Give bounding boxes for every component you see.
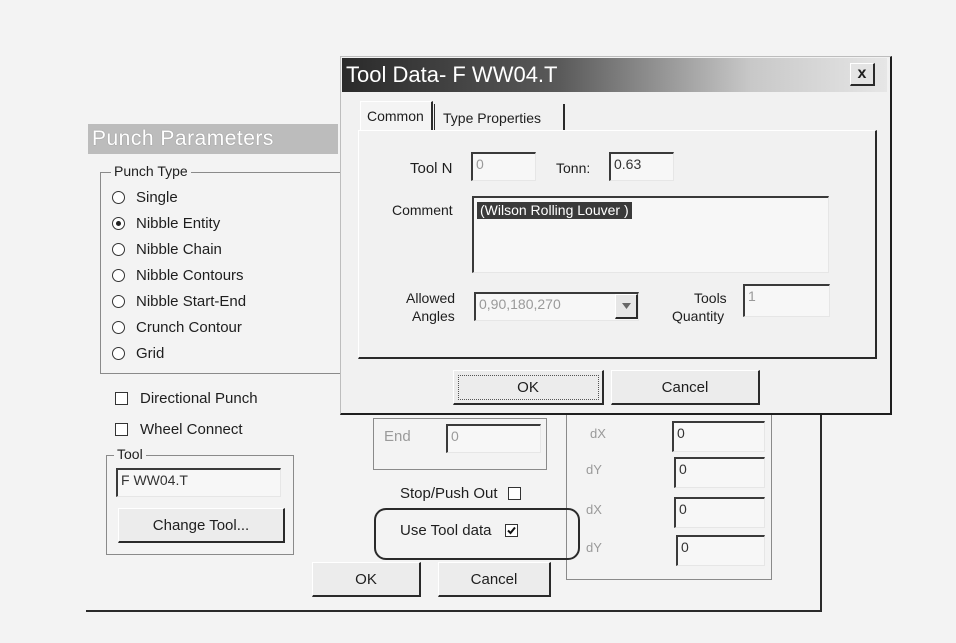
- punch-parameters-titlebar: Punch Parameters: [88, 124, 338, 154]
- dropdown-arrow-button[interactable]: [615, 294, 638, 319]
- radio-single[interactable]: Single: [112, 189, 178, 206]
- use-tool-data-box[interactable]: [505, 524, 519, 537]
- wheel-connect-label: Wheel Connect: [140, 421, 243, 438]
- dialog-cancel-button[interactable]: Cancel: [611, 370, 760, 405]
- tool-name-field[interactable]: F WW04.T: [116, 468, 281, 497]
- offset-label-2: dY: [586, 462, 602, 477]
- radio-nibble-start-end-label: Nibble Start-End: [136, 293, 247, 310]
- offset-label-3: dX: [586, 502, 602, 517]
- stop-push-out-checkbox[interactable]: Stop/Push Out: [400, 485, 521, 502]
- background-cancel-label: Cancel: [470, 570, 518, 588]
- offset-value-4: 0: [681, 539, 689, 555]
- radio-nibble-contours-label: Nibble Contours: [136, 267, 244, 284]
- directional-punch-label: Directional Punch: [140, 390, 258, 407]
- radio-grid-label: Grid: [136, 345, 165, 362]
- directional-punch-checkbox[interactable]: Directional Punch: [115, 390, 258, 407]
- radio-nibble-entity-circle[interactable]: [112, 217, 125, 230]
- radio-nibble-chain[interactable]: Nibble Chain: [112, 241, 222, 258]
- punch-parameters-title: Punch Parameters: [92, 127, 274, 150]
- dialog-cancel-label: Cancel: [661, 378, 709, 396]
- wheel-connect-box[interactable]: [115, 423, 128, 436]
- tab-common[interactable]: Common: [360, 101, 433, 130]
- radio-nibble-contours[interactable]: Nibble Contours: [112, 267, 244, 284]
- tab-panel: [358, 130, 877, 359]
- allowed-angles-dropdown[interactable]: 0,90,180,270: [474, 292, 639, 321]
- tool-group: [106, 455, 294, 555]
- end-field[interactable]: 0: [446, 424, 541, 453]
- change-tool-label: Change Tool...: [152, 516, 250, 534]
- tools-quantity-field[interactable]: 1: [743, 284, 830, 317]
- offset-label-1: dX: [590, 426, 606, 441]
- change-tool-button[interactable]: Change Tool...: [118, 508, 285, 543]
- background-ok-button[interactable]: OK: [312, 562, 421, 597]
- tab-type-properties[interactable]: Type Properties: [434, 104, 565, 130]
- radio-nibble-chain-label: Nibble Chain: [136, 241, 222, 258]
- wheel-connect-checkbox[interactable]: Wheel Connect: [115, 421, 243, 438]
- offset-label-4: dY: [586, 540, 602, 555]
- end-label: End: [384, 428, 411, 445]
- tonn-value: 0.63: [614, 156, 642, 172]
- tonn-label: Tonn:: [556, 160, 591, 176]
- tool-n-label: Tool N: [410, 160, 453, 177]
- dialog-ok-label: OK: [517, 378, 539, 396]
- radio-nibble-contours-circle[interactable]: [112, 269, 125, 282]
- tool-n-field[interactable]: 0: [471, 152, 536, 181]
- dialog-ok-button[interactable]: OK: [453, 370, 604, 405]
- use-tool-data-highlight: [374, 508, 580, 560]
- tab-common-label: Common: [367, 108, 424, 124]
- radio-nibble-entity-label: Nibble Entity: [136, 215, 221, 232]
- offset-field-1[interactable]: 0: [672, 421, 765, 452]
- allowed-angles-label-2: Angles: [412, 308, 455, 324]
- radio-nibble-start-end-circle[interactable]: [112, 295, 125, 308]
- tools-quantity-label-2: Quantity: [672, 308, 725, 324]
- stop-push-out-box[interactable]: [507, 487, 521, 500]
- use-tool-data-label: Use Tool data: [400, 522, 492, 539]
- punch-type-legend: Punch Type: [111, 163, 191, 179]
- comment-textarea[interactable]: (Wilson Rolling Louver ): [472, 196, 829, 273]
- radio-single-circle[interactable]: [112, 191, 125, 204]
- tab-type-properties-label: Type Properties: [443, 110, 542, 126]
- radio-grid-circle[interactable]: [112, 347, 125, 360]
- use-tool-data-checkbox[interactable]: Use Tool data: [400, 522, 519, 539]
- background-ok-label: OK: [355, 570, 377, 588]
- radio-crunch-contour-label: Crunch Contour: [136, 319, 242, 336]
- offset-field-4[interactable]: 0: [676, 535, 765, 566]
- directional-punch-box[interactable]: [115, 392, 128, 405]
- comment-label: Comment: [392, 202, 453, 218]
- radio-grid[interactable]: Grid: [112, 345, 164, 362]
- stop-push-out-label: Stop/Push Out: [400, 485, 498, 502]
- tools-quantity-value: 1: [748, 288, 756, 304]
- background-cancel-button[interactable]: Cancel: [438, 562, 551, 597]
- tools-quantity-label-1: Tools: [694, 290, 727, 306]
- allowed-angles-label-1: Allowed: [406, 290, 456, 306]
- tool-data-title: Tool Data- F WW04.T: [346, 62, 558, 87]
- tool-legend: Tool: [114, 446, 146, 462]
- radio-crunch-contour-circle[interactable]: [112, 321, 125, 334]
- tonn-field[interactable]: 0.63: [609, 152, 674, 181]
- radio-nibble-start-end[interactable]: Nibble Start-End: [112, 293, 246, 310]
- close-icon: x: [857, 65, 867, 82]
- end-value: 0: [451, 428, 459, 444]
- radio-single-label: Single: [136, 189, 178, 206]
- radio-nibble-entity[interactable]: Nibble Entity: [112, 215, 220, 232]
- tool-n-value: 0: [476, 156, 484, 172]
- checkmark-icon: [507, 526, 517, 535]
- end-group: [373, 418, 547, 470]
- offset-field-2[interactable]: 0: [674, 457, 765, 488]
- comment-value: (Wilson Rolling Louver ): [477, 202, 632, 219]
- offset-value-1: 0: [677, 425, 685, 441]
- allowed-angles-value: 0,90,180,270: [479, 296, 561, 312]
- radio-nibble-chain-circle[interactable]: [112, 243, 125, 256]
- radio-crunch-contour[interactable]: Crunch Contour: [112, 319, 242, 336]
- tool-name-value: F WW04.T: [121, 472, 188, 488]
- offset-value-2: 0: [679, 461, 687, 477]
- offset-value-3: 0: [679, 501, 687, 517]
- offset-field-3[interactable]: 0: [674, 497, 765, 528]
- chevron-down-icon: [621, 303, 631, 309]
- close-button[interactable]: x: [850, 63, 875, 86]
- tool-data-titlebar: Tool Data- F WW04.T x: [342, 58, 887, 92]
